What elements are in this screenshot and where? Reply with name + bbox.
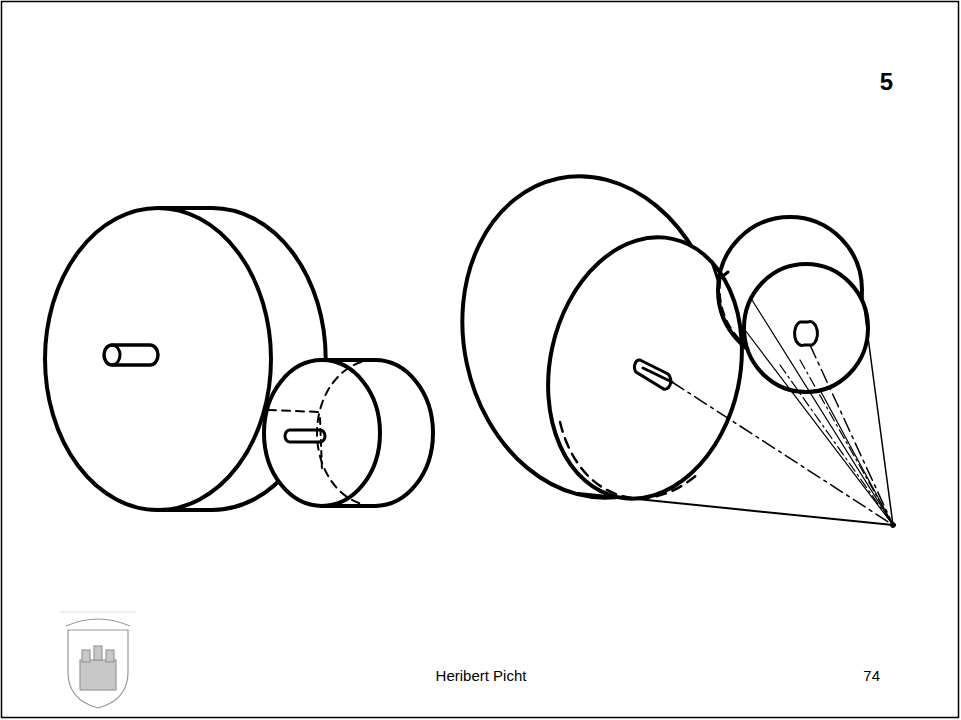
small-wheel-right xyxy=(712,217,868,392)
coat-of-arms-logo xyxy=(60,612,136,708)
small-wheel-left xyxy=(264,360,433,506)
page-number: 74 xyxy=(863,667,880,684)
large-wheel-right xyxy=(433,152,765,522)
perspective-lines xyxy=(578,292,896,528)
author-footer: Heribert Picht xyxy=(436,667,527,684)
slide-number: 5 xyxy=(880,68,893,96)
